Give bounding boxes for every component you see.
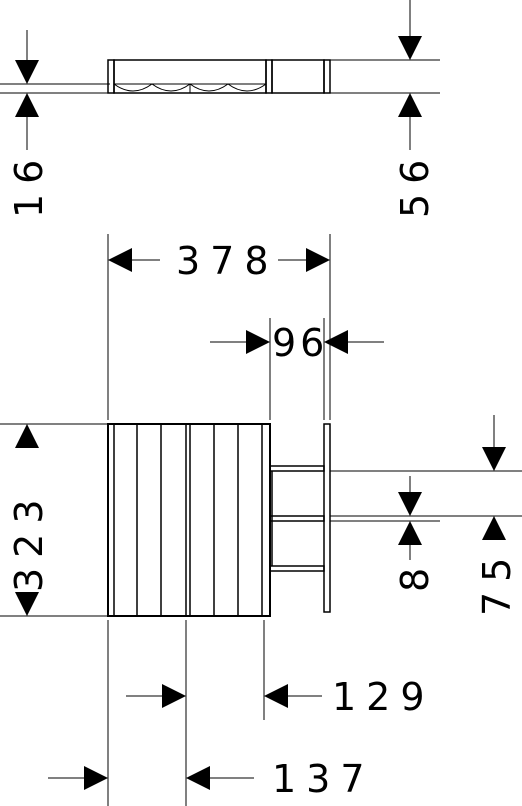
dim56-arrow-up (398, 93, 422, 117)
dim-378-label: 378 (176, 239, 279, 283)
dim378-arrow-right (306, 248, 330, 272)
dim-96-label: 96 (272, 321, 328, 365)
dim137-arrow-left (84, 766, 108, 790)
dim378-arrow-left (108, 248, 132, 272)
slatted-panel (107, 423, 271, 617)
dim-129-label: 129 (332, 675, 435, 719)
dim129-arrow-left (162, 684, 186, 708)
dim16-arrow-down (15, 60, 39, 84)
top-view: 16 56 (0, 0, 440, 218)
dim96-arrow-right (324, 330, 348, 354)
dim-137-label: 137 (272, 757, 375, 801)
bracket-arm-2 (269, 515, 325, 522)
dim96-arrow-left (246, 330, 270, 354)
dim137-arrow-right (186, 766, 210, 790)
dim56-arrow-down (398, 36, 422, 60)
bracket-arm-1 (269, 465, 325, 472)
dim8-arrow-up (398, 521, 422, 545)
dim16-arrow-up (15, 93, 39, 117)
dim75-arrow-up (482, 516, 506, 540)
dim8-arrow-down (398, 492, 422, 516)
dim129-arrow-right (264, 684, 288, 708)
front-view: 378 96 323 (0, 234, 522, 806)
holder-block (271, 59, 325, 94)
holder-left-wall (265, 59, 273, 94)
dim323-arrow-down (15, 592, 39, 616)
wall-plate-top (323, 59, 331, 94)
dim-323-label: 323 (7, 489, 51, 592)
bracket-arm-3 (269, 565, 325, 572)
wall-plate (323, 423, 331, 613)
dim-56-label: 56 (393, 150, 437, 218)
dim323-arrow-up (15, 424, 39, 448)
dim-8-label: 8 (393, 558, 437, 592)
dim75-arrow-down (482, 447, 506, 471)
dim-16-label: 16 (7, 150, 51, 218)
tray-left-wall (107, 59, 115, 94)
dim-75-label: 75 (475, 548, 519, 616)
